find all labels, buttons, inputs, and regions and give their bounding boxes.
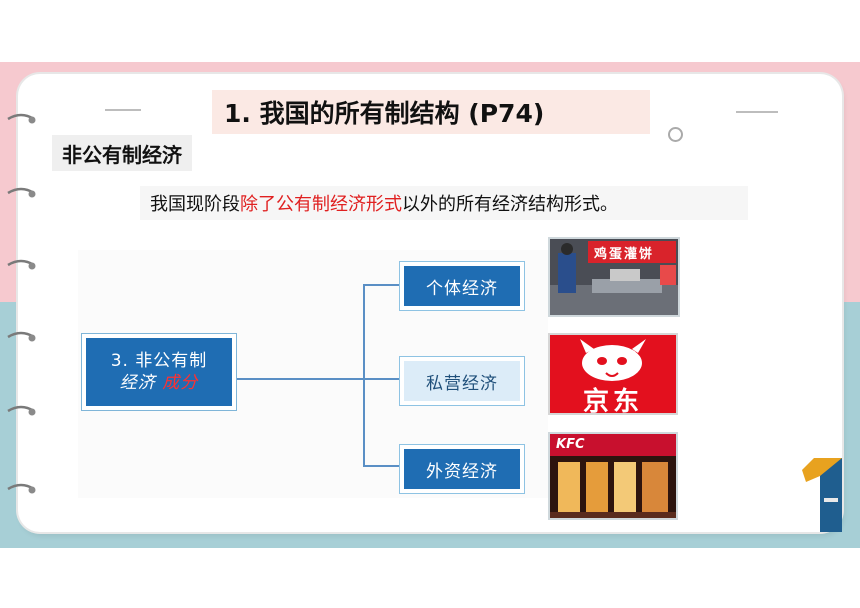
slide-title: 1. 我国的所有制结构 (P74) [212,90,650,134]
definition-text-before: 我国现阶段 [150,194,240,215]
definition-text-highlight: 除了公有制经济形式 [240,194,402,215]
kfc-sign-text: KFC [556,437,585,452]
branch-node-private: 私营经济 [399,356,525,406]
stall-sign-text: 鸡蛋灌饼 [594,247,655,262]
branch-label: 个体经济 [404,266,520,306]
definition-text-after: 以外的所有经济结构形式。 [402,194,618,215]
binder-ring-icon [7,259,36,270]
jd-dog-logo-icon [550,335,676,413]
branch-node-individual: 个体经济 [399,261,525,311]
branch-label: 私营经济 [404,361,520,401]
connector-line [237,378,402,380]
main-node-line2: 经济 成分 [120,372,198,394]
binder-ring-icon [7,483,36,494]
decor-circle-icon [668,127,683,142]
branch-node-foreign: 外资经济 [399,444,525,494]
section-label: 非公有制经济 [52,135,192,171]
main-node-line1: 3. 非公有制 [110,351,208,371]
kfc-storefront-image: KFC [548,432,678,520]
main-node-line2-a: 经济 [119,373,163,393]
decor-line [105,109,141,111]
binder-ring-icon [7,187,36,198]
connector-line [363,284,365,466]
connector-line [363,284,401,286]
decor-line [736,111,778,113]
main-node-line2-b: 成分 [162,373,199,393]
diagram-main-node: 3. 非公有制 经济 成分 [81,333,237,411]
jd-logo-image: 京东 [548,333,678,415]
jd-logo-text: 京东 [582,387,643,415]
street-food-stall-illustration [550,239,678,315]
decor-number-one-icon [802,458,842,532]
street-food-stall-image: 鸡蛋灌饼 [548,237,680,317]
binder-ring-icon [7,113,36,124]
kfc-storefront-illustration [550,434,676,518]
branch-label: 外资经济 [404,449,520,489]
binder-ring-icon [7,331,36,342]
binder-ring-icon [7,405,36,416]
connector-line [363,465,401,467]
definition-text: 我国现阶段除了公有制经济形式以外的所有经济结构形式。 [140,186,748,220]
